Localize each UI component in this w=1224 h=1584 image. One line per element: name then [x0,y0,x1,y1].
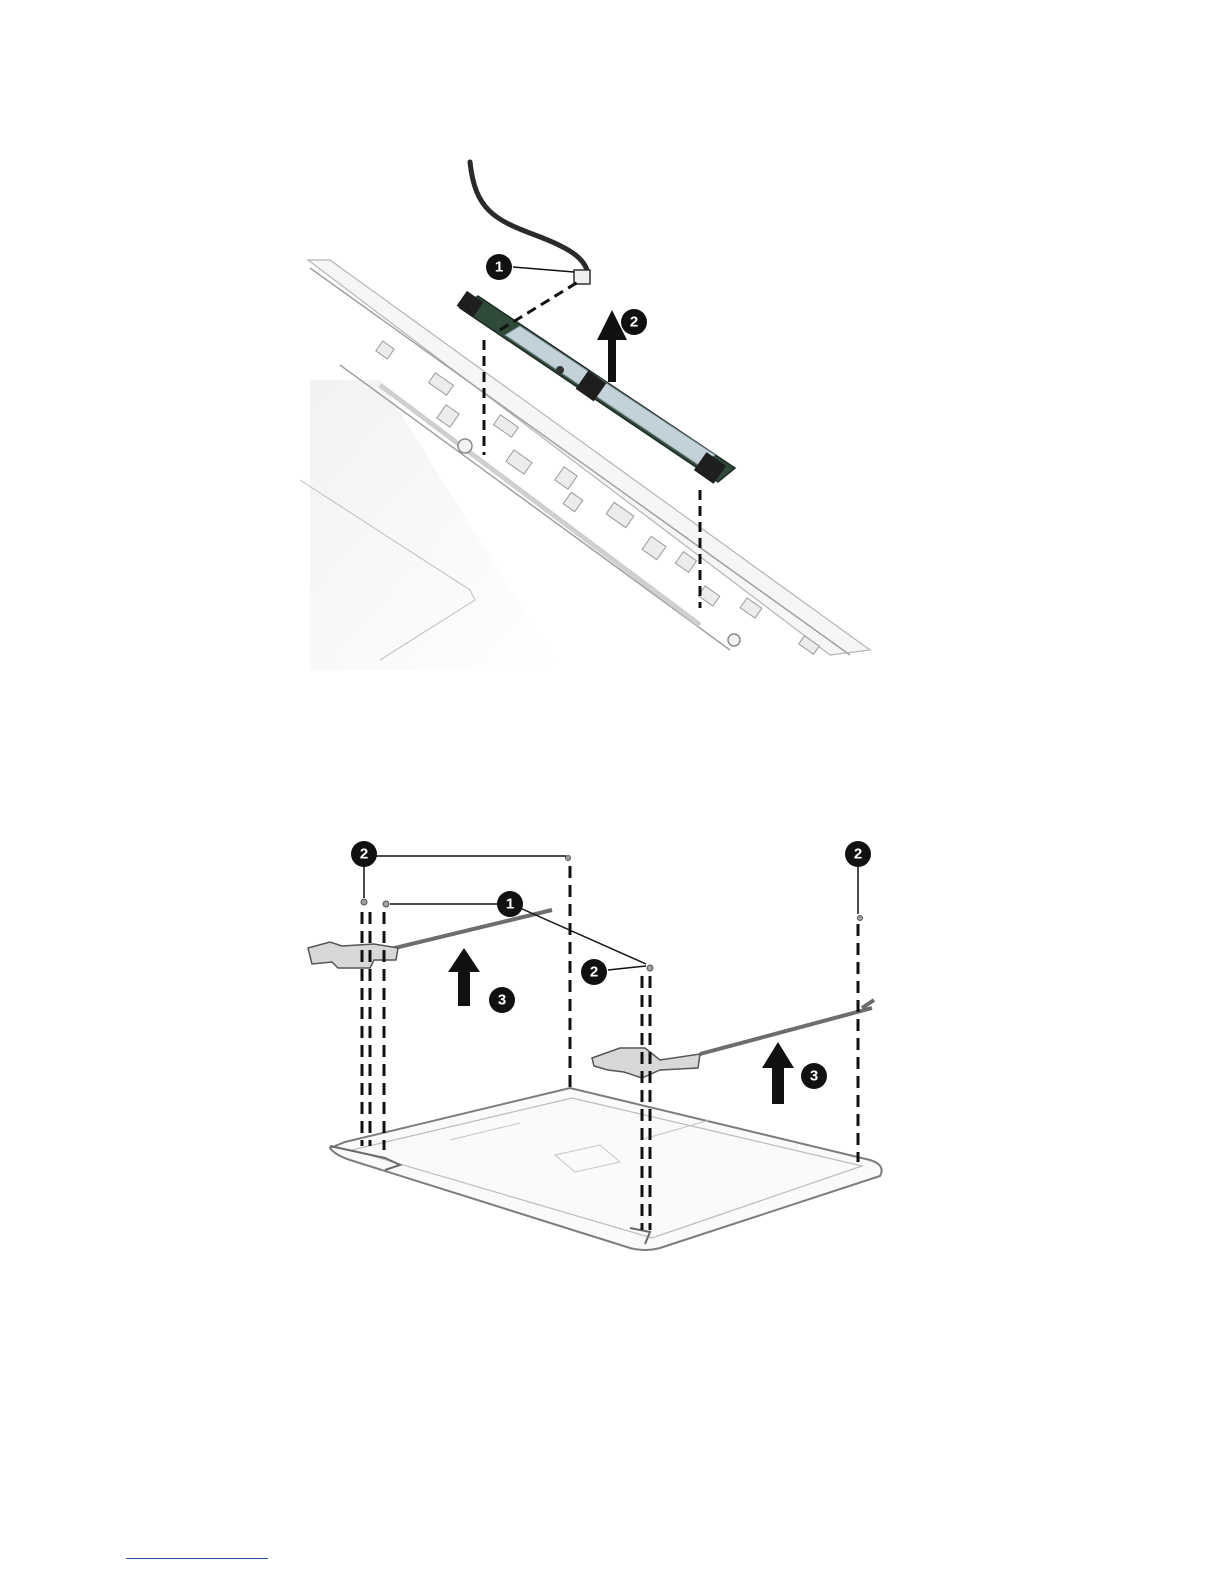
callout-2: 2 [621,309,647,335]
footnote-rule [126,1558,268,1559]
callout-1: 1 [497,891,523,917]
screws [361,856,863,972]
cable-connector [574,270,590,284]
svg-text:2: 2 [630,314,638,331]
left-hinge-lift-arrow [448,948,480,1006]
svg-text:1: 1 [495,259,503,276]
svg-text:2: 2 [360,846,368,863]
callout-leaders [364,856,858,970]
callout-3-right: 3 [801,1063,827,1089]
left-hinge [308,910,552,968]
callout-1: 1 [486,254,512,280]
webcam-removal-illustration: 1 2 [290,150,890,670]
right-hinge [592,1000,874,1078]
svg-text:2: 2 [590,964,598,981]
callout-2-top-left: 2 [351,841,377,867]
svg-text:3: 3 [498,992,506,1009]
callout-2-right: 2 [845,841,871,867]
callout-2-middle: 2 [581,959,607,985]
webcam-lens [556,366,564,374]
display-back-cover [330,1088,882,1250]
hinge-removal-illustration: 2 1 2 2 3 3 [290,820,910,1280]
svg-text:3: 3 [810,1068,818,1085]
svg-text:1: 1 [506,896,514,913]
callout-1-leader [513,267,574,272]
right-hinge-lift-arrow [762,1042,794,1104]
bezel-screw-boss-lower [728,634,740,646]
bezel-screw-boss [458,439,472,453]
svg-text:2: 2 [854,846,862,863]
callout-3-left: 3 [489,987,515,1013]
